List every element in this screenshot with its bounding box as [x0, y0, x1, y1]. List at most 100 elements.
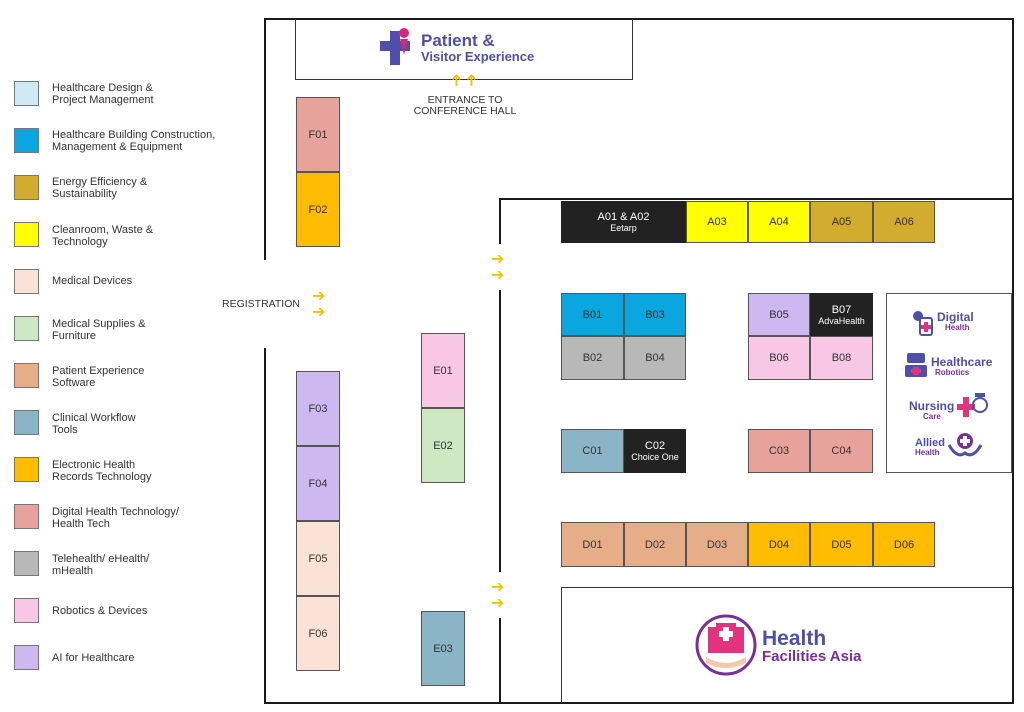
- hfa-area: [561, 587, 1012, 703]
- booth-d03[interactable]: D03: [686, 522, 748, 567]
- booth-id: A03: [707, 216, 727, 228]
- legend-label: Telehealth/ eHealth/ mHealth: [52, 553, 150, 577]
- legend-swatch: [14, 410, 39, 435]
- digital-health-sub: Health: [945, 323, 970, 332]
- booth-e02[interactable]: E02: [421, 408, 465, 483]
- registration-arrow: ➔: [312, 304, 326, 321]
- nursing-care-sub: Care: [923, 412, 941, 421]
- allied-health-title: Allied: [915, 437, 945, 449]
- patient-experience-area: [295, 19, 633, 80]
- patient-logo-line1: Patient &: [421, 31, 495, 50]
- booth-a06[interactable]: A06: [873, 201, 935, 243]
- booth-id: B01: [582, 308, 603, 321]
- legend-label: Cleanroom, Waste & Technology: [52, 224, 154, 248]
- booth-c03[interactable]: C03: [748, 429, 810, 473]
- booth-id: D02: [644, 538, 666, 551]
- booth-d02[interactable]: D02: [624, 522, 686, 567]
- legend-swatch: [14, 175, 39, 200]
- hfa-line2: Facilities Asia: [762, 648, 862, 665]
- wall: [499, 198, 501, 244]
- robot-icon: [905, 353, 927, 377]
- healthcare-robotics-title: Healthcare: [931, 355, 993, 369]
- booth-id: D04: [768, 538, 790, 551]
- booth-id: A01 & A02: [597, 211, 650, 223]
- booth-f06[interactable]: F06: [296, 596, 340, 671]
- booth-id: A05: [831, 216, 852, 228]
- booth-b01[interactable]: B01: [561, 293, 624, 336]
- booth-f03[interactable]: F03: [296, 371, 340, 446]
- legend-swatch: [14, 363, 39, 388]
- booth-id: F01: [308, 128, 328, 141]
- booth-b05[interactable]: B05: [748, 293, 810, 336]
- booth-d06[interactable]: D06: [873, 522, 935, 567]
- cross-person-icon: [380, 28, 410, 65]
- legend-label: Medical Supplies & Furniture: [52, 318, 146, 342]
- booth-c04[interactable]: C04: [810, 429, 873, 473]
- legend-label: Healthcare Building Construction, Manage…: [52, 129, 216, 153]
- hall-entry-arrow: ➔: [491, 579, 505, 596]
- digital-health-logo: Digital Health: [912, 308, 1008, 338]
- booth-id: D06: [893, 538, 915, 551]
- wall: [264, 18, 1014, 20]
- nurse-cross-icon: [957, 393, 988, 417]
- booth-id: C01: [582, 445, 603, 457]
- booth-id: E02: [433, 439, 453, 452]
- wall: [264, 18, 266, 260]
- legend-label: Robotics & Devices: [52, 605, 148, 617]
- booth-f05[interactable]: F05: [296, 521, 340, 596]
- registration-label: REGISTRATION: [222, 298, 300, 310]
- healthcare-robotics-logo: Healthcare Robotics: [903, 349, 1008, 381]
- booth-id: F04: [308, 477, 328, 490]
- nursing-care-logo: Nursing Care: [909, 391, 1009, 423]
- allied-health-sub: Health: [915, 448, 940, 457]
- hands-cross-icon: [947, 433, 983, 457]
- booth-a05[interactable]: A05: [810, 201, 873, 243]
- booth-b04[interactable]: B04: [624, 336, 686, 380]
- booth-f04[interactable]: F04: [296, 446, 340, 521]
- booth-id: D05: [831, 538, 852, 551]
- booth-b03[interactable]: B03: [624, 293, 686, 336]
- legend-label: Medical Devices: [52, 275, 133, 287]
- hall-entry-arrow: ➔: [491, 251, 505, 268]
- booth-exhibitor: Choice One: [631, 452, 679, 462]
- booth-exhibitor: AdvaHealth: [818, 315, 865, 326]
- legend-swatch: [14, 645, 39, 670]
- booth-e03[interactable]: E03: [421, 611, 465, 686]
- booth-d04[interactable]: D04: [748, 522, 810, 567]
- entrance-arrows: ➔: [463, 73, 481, 87]
- hfa-logo: Health Facilities Asia: [694, 613, 894, 679]
- booth-f02[interactable]: F02: [296, 172, 340, 247]
- legend-label: Energy Efficiency & Sustainability: [52, 176, 148, 200]
- legend-label: AI for Healthcare: [52, 652, 135, 664]
- booth-f01[interactable]: F01: [296, 97, 340, 172]
- legend-swatch: [14, 598, 39, 623]
- booth-exhibitor: Eetarp: [610, 223, 637, 233]
- booth-a03[interactable]: A03: [686, 201, 748, 243]
- patient-logo-line2: Visitor Experience: [421, 49, 535, 64]
- booth-id: B04: [645, 352, 665, 364]
- booth-id: B03: [645, 308, 665, 321]
- legend-swatch: [14, 222, 39, 247]
- entrance-label: ENTRANCE TO CONFERENCE HALL: [413, 94, 517, 117]
- wall: [499, 198, 1014, 200]
- legend-label: Electronic Health Records Technology: [52, 459, 152, 483]
- booth-a04[interactable]: A04: [748, 201, 810, 243]
- booth-b08[interactable]: B08: [810, 336, 873, 380]
- legend-label: Clinical Workflow Tools: [52, 412, 136, 436]
- booth-id: B05: [769, 308, 789, 321]
- patient-experience-logo: Patient & Visitor Experience: [378, 25, 578, 69]
- booth-e01[interactable]: E01: [421, 333, 465, 408]
- hall-entry-arrow: ➔: [491, 595, 505, 612]
- legend-swatch: [14, 551, 39, 576]
- phone-cross-icon: [913, 311, 933, 336]
- booth-d01[interactable]: D01: [561, 522, 624, 567]
- booth-b02[interactable]: B02: [561, 336, 624, 380]
- booth-c01[interactable]: C01: [561, 429, 624, 473]
- wall: [264, 702, 1014, 704]
- booth-d05[interactable]: D05: [810, 522, 873, 567]
- booth-b06[interactable]: B06: [748, 336, 810, 380]
- booth-id: E01: [433, 364, 453, 377]
